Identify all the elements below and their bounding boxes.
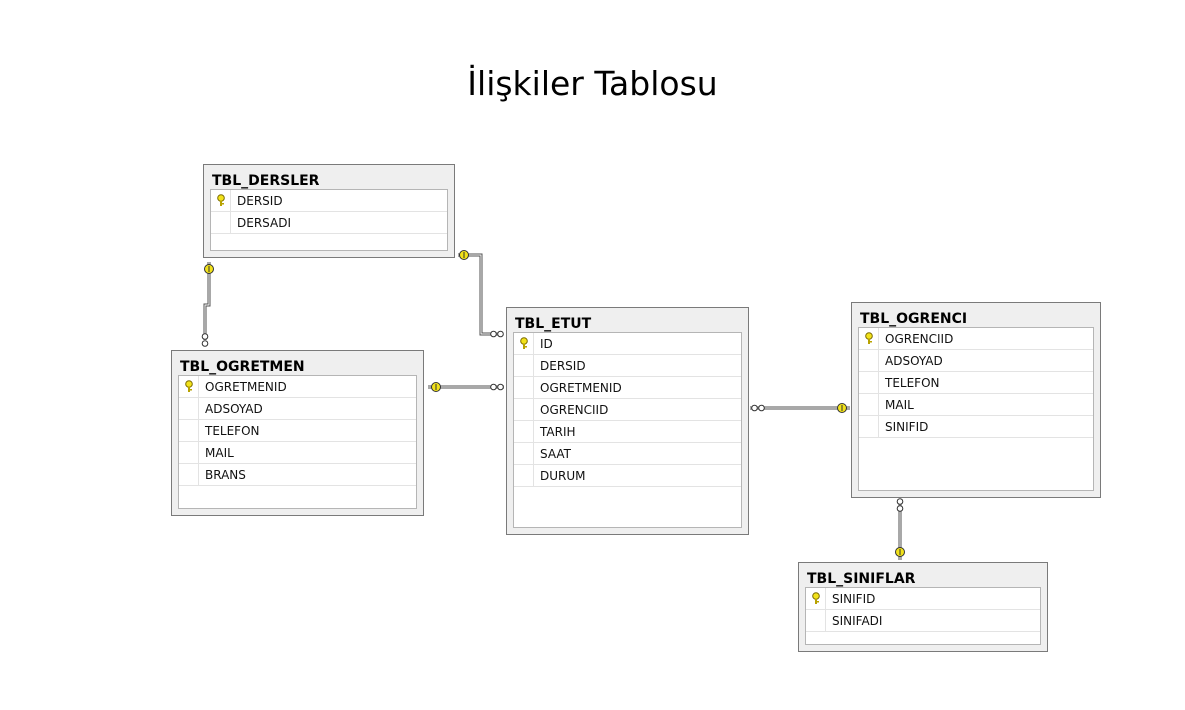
- rel-ogretmen-etut[interactable]: [428, 382, 504, 392]
- column-grid: ID DERSID OGRETMENID OGRENCIID TARIH SAA…: [513, 332, 742, 528]
- column-name: BRANS: [205, 468, 246, 482]
- column-row[interactable]: DURUM: [514, 465, 741, 487]
- column-name: OGRENCIID: [885, 332, 954, 346]
- column-row[interactable]: DERSID: [514, 355, 741, 377]
- table-etut[interactable]: TBL_ETUT ID DERSID OGRETMENID OGRENCIID …: [506, 307, 749, 535]
- column-row[interactable]: ADSOYAD: [859, 350, 1093, 372]
- table-name: TBL_ETUT: [515, 316, 592, 332]
- table-name: TBL_OGRENCI: [860, 311, 968, 327]
- column-name: TARIH: [540, 425, 576, 439]
- table-name: TBL_SINIFLAR: [807, 571, 916, 587]
- column-name: DERSADI: [237, 216, 291, 230]
- primary-key-icon: [217, 194, 225, 206]
- table-ogrenci[interactable]: TBL_OGRENCI OGRENCIID ADSOYAD TELEFON MA…: [851, 302, 1101, 498]
- column-name: OGRENCIID: [540, 403, 609, 417]
- diagram-title: İlişkiler Tablosu: [467, 64, 718, 103]
- primary-key-icon: [520, 337, 528, 349]
- rel-ogrenci-siniflar[interactable]: [895, 498, 905, 560]
- rel-etut-ogrenci[interactable]: [750, 403, 850, 413]
- column-name: MAIL: [885, 398, 914, 412]
- column-name: ADSOYAD: [205, 402, 263, 416]
- column-name: OGRETMENID: [540, 381, 622, 395]
- column-row[interactable]: DERSADI: [211, 212, 447, 234]
- column-grid: OGRENCIID ADSOYAD TELEFON MAIL SINIFID: [858, 327, 1094, 491]
- column-row[interactable]: SINIFID: [806, 588, 1040, 610]
- column-name: MAIL: [205, 446, 234, 460]
- column-row[interactable]: MAIL: [859, 394, 1093, 416]
- column-row[interactable]: MAIL: [179, 442, 416, 464]
- column-name: DURUM: [540, 469, 586, 483]
- rel-dersler-etut[interactable]: [458, 250, 504, 338]
- column-name: SAAT: [540, 447, 571, 461]
- column-name: DERSID: [237, 194, 283, 208]
- column-grid: OGRETMENID ADSOYAD TELEFON MAIL BRANS: [178, 375, 417, 509]
- table-name: TBL_OGRETMEN: [180, 359, 305, 375]
- column-grid: DERSID DERSADI: [210, 189, 448, 251]
- column-name: ID: [540, 337, 553, 351]
- column-row[interactable]: BRANS: [179, 464, 416, 486]
- column-row[interactable]: OGRETMENID: [514, 377, 741, 399]
- table-dersler[interactable]: TBL_DERSLER DERSID DERSADI: [203, 164, 455, 258]
- primary-key-icon: [185, 380, 193, 392]
- column-row[interactable]: OGRENCIID: [859, 328, 1093, 350]
- column-name: ADSOYAD: [885, 354, 943, 368]
- column-name: SINIFID: [885, 420, 929, 434]
- column-name: SINIFID: [832, 592, 876, 606]
- column-name: DERSID: [540, 359, 586, 373]
- column-row[interactable]: ADSOYAD: [179, 398, 416, 420]
- column-row[interactable]: ID: [514, 333, 741, 355]
- column-row[interactable]: TELEFON: [179, 420, 416, 442]
- column-row[interactable]: SINIFID: [859, 416, 1093, 438]
- column-row[interactable]: SAAT: [514, 443, 741, 465]
- column-grid: SINIFID SINIFADI: [805, 587, 1041, 645]
- rel-dersler-ogretmen[interactable]: [201, 262, 214, 347]
- table-siniflar[interactable]: TBL_SINIFLAR SINIFID SINIFADI: [798, 562, 1048, 652]
- column-name: OGRETMENID: [205, 380, 287, 394]
- primary-key-icon: [865, 332, 873, 344]
- column-name: TELEFON: [885, 376, 940, 390]
- column-name: TELEFON: [205, 424, 260, 438]
- primary-key-icon: [812, 592, 820, 604]
- column-row[interactable]: TELEFON: [859, 372, 1093, 394]
- column-row[interactable]: TARIH: [514, 421, 741, 443]
- column-row[interactable]: SINIFADI: [806, 610, 1040, 632]
- table-name: TBL_DERSLER: [212, 173, 320, 189]
- column-row[interactable]: OGRETMENID: [179, 376, 416, 398]
- column-row[interactable]: DERSID: [211, 190, 447, 212]
- table-ogretmen[interactable]: TBL_OGRETMEN OGRETMENID ADSOYAD TELEFON …: [171, 350, 424, 516]
- column-name: SINIFADI: [832, 614, 883, 628]
- column-row[interactable]: OGRENCIID: [514, 399, 741, 421]
